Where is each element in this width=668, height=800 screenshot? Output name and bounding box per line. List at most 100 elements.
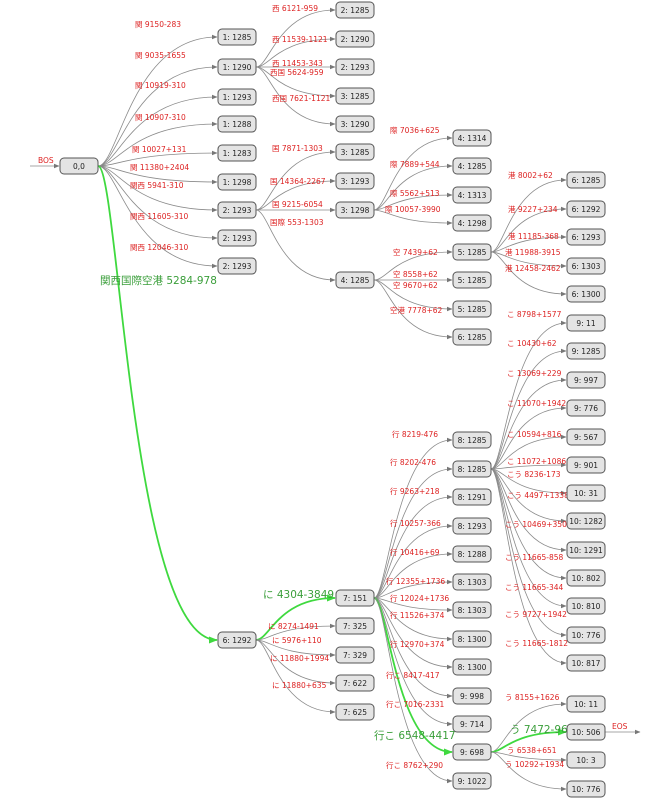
node-box [335, 58, 375, 76]
lattice-node-n4e: 4: 1285 [335, 271, 375, 289]
edge-e12 [255, 36, 336, 68]
edge-e24 [373, 249, 453, 281]
edge-e17 [255, 178, 336, 211]
node-box [566, 257, 606, 275]
node-box [217, 115, 257, 133]
node-label: 4: 1285 [341, 276, 370, 285]
edge-label-e43: 行 12355+1736 [386, 576, 445, 586]
edge-e42 [373, 551, 453, 599]
node-label: 1: 1298 [223, 178, 252, 187]
node-label: 10: 810 [572, 602, 601, 611]
edge-label-e28: 港 8002+62 [508, 170, 553, 180]
edge-label-e38: 行 8219-476 [392, 429, 438, 439]
edge-e29 [490, 206, 567, 253]
lattice-node-n10b: 10: 1282 [566, 512, 606, 530]
node-box [452, 743, 492, 761]
lattice-node-n1e: 1: 1283 [217, 144, 257, 162]
node-box [452, 772, 492, 790]
node-box [452, 328, 492, 346]
node-label: 10: 506 [572, 728, 601, 737]
lattice-node-n6b: 6: 1292 [566, 200, 606, 218]
edge-label-e41: 行 10257-366 [390, 518, 441, 528]
node-box [452, 157, 492, 175]
lattice-node-n2b: 2: 1290 [335, 30, 375, 48]
node-label: 6: 1292 [223, 636, 252, 645]
edge-label-e21: 際 7889+544 [390, 159, 440, 169]
edge-label-e1: 関 9150-283 [135, 20, 181, 29]
lattice-node-n7e: 7: 625 [335, 703, 375, 721]
edge-label-e7: 関西 5941-310 [130, 181, 184, 190]
edge-e55 [490, 434, 567, 470]
node-box [452, 129, 492, 147]
node-label: 10: 31 [574, 489, 598, 498]
edge-label-e30: 港 11185-368 [508, 231, 559, 241]
node-box [566, 399, 606, 417]
edge-label-e53: こ 13069+229 [507, 369, 562, 378]
lattice-node-n8a: 8: 1285 [452, 431, 492, 449]
edge-e34 [255, 623, 336, 641]
lattice-node-n5c: 5: 1285 [452, 300, 492, 318]
edge-layer [30, 7, 641, 792]
node-label: 3: 1285 [341, 148, 370, 157]
lattice-node-n9d: 9: 776 [566, 399, 606, 417]
node-label: 10: 11 [574, 700, 598, 709]
edge-label-e11: 西 6121-959 [272, 4, 318, 13]
node-box [566, 342, 606, 360]
lattice-node-n9j: 9: 1022 [452, 772, 492, 790]
edge-e33-best-path [255, 594, 336, 641]
node-box [335, 30, 375, 48]
lattice-node-n6g: 6: 1292 [217, 631, 257, 649]
node-box [452, 517, 492, 535]
edge-label-e46: 行 12970+374 [390, 639, 445, 649]
edge-label-e59: こう 10469+350 [505, 520, 567, 529]
edge-e27 [373, 279, 453, 340]
node-box [335, 1, 375, 19]
node-box [452, 186, 492, 204]
edge-e50 [373, 597, 453, 784]
edge-label-e60: こう 11665-858 [505, 553, 563, 562]
node-label: 8: 1288 [458, 550, 487, 559]
node-label: 8: 1303 [458, 578, 487, 587]
node-label: 6: 1300 [572, 290, 601, 299]
edge-e53 [490, 377, 567, 470]
edge-label-e10: 関西国際空港 5284-978 [100, 274, 217, 287]
edge-e15 [255, 66, 336, 127]
lattice-node-n8e: 8: 1288 [452, 545, 492, 563]
edge-e6 [97, 165, 218, 185]
lattice-node-n8i: 8: 1300 [452, 658, 492, 676]
edge-label-e35: に 5976+110 [272, 636, 322, 645]
edge-label-e18: 国 9215-6054 [272, 200, 323, 209]
lattice-node-n5a: 5: 1285 [452, 243, 492, 261]
node-label: 0,0 [73, 162, 85, 171]
lattice-node-n7a: 7: 151 [335, 589, 375, 607]
node-box [566, 171, 606, 189]
edge-e16 [255, 149, 336, 211]
edge-e35 [255, 639, 336, 658]
node-label: 9: 997 [574, 376, 598, 385]
node-box [335, 589, 375, 607]
edge-label-e64: う 8155+1626 [505, 693, 560, 702]
lattice-node-n9i: 9: 698 [452, 743, 492, 761]
lattice-node-n4c: 4: 1313 [452, 186, 492, 204]
edge-label-e22: 際 5562+513 [390, 188, 440, 198]
edge-e1 [97, 34, 218, 167]
edge-e40 [373, 494, 453, 599]
edge-e59 [490, 468, 567, 553]
node-box [566, 484, 606, 502]
node-label: 10: 802 [572, 574, 601, 583]
lattice-node-n7c: 7: 329 [335, 646, 375, 664]
lattice-node-n8h: 8: 1300 [452, 630, 492, 648]
lattice-node-n10d: 10: 802 [566, 569, 606, 587]
edge-label-e65: う 7472-9647 [510, 724, 581, 736]
edge-label-e31: 港 11988-3915 [505, 247, 561, 257]
lattice-node-n2e: 2: 1293 [217, 229, 257, 247]
node-label: 9: 698 [460, 748, 484, 757]
lattice-node-n6e: 6: 1300 [566, 285, 606, 303]
node-label: 4: 1313 [458, 191, 487, 200]
node-box [566, 654, 606, 672]
node-box [566, 371, 606, 389]
node-label: 6: 1285 [458, 333, 487, 342]
node-label: 8: 1291 [458, 493, 487, 502]
edge-label-e6: 関 11380+2404 [130, 163, 189, 172]
lattice-node-n1f: 1: 1298 [217, 173, 257, 191]
